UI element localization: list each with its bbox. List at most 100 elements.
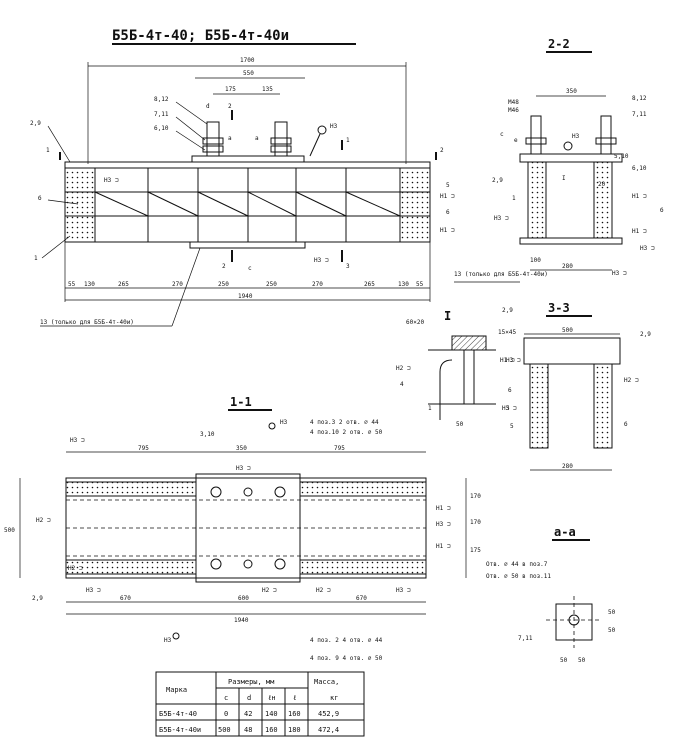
aa-note-1: Отв. ⌀ 44 в поз.7	[486, 561, 548, 568]
label-h3-11a: Н3 ⊐	[70, 437, 85, 444]
detail-label-6: 6	[508, 387, 512, 394]
main-view: 1700 550 175 135	[30, 57, 455, 327]
dim-350-22: 350	[566, 88, 577, 95]
label-6-10-22: 6,10	[632, 165, 647, 172]
detail-I-title: I	[444, 309, 451, 323]
label-3-10: 3,10	[200, 431, 215, 438]
label-2-9: 2,9	[30, 120, 41, 127]
label-h1-11b: Н1 ⊐	[436, 543, 451, 550]
label-h3-main: Н3	[330, 123, 338, 130]
label-h2-11b: Н2 ⊐	[68, 565, 83, 572]
label-h3-22: Н3	[572, 133, 580, 140]
label-h3-11d: Н3 ⊐	[436, 521, 451, 528]
aa-note-2: Отв. ⌀ 50 в поз.11	[486, 573, 551, 580]
dim-795-left: 795	[138, 445, 149, 452]
table-row2-d: 48	[244, 726, 252, 734]
label-b-22: б	[660, 207, 664, 214]
table-row2-mass: 472,4	[318, 726, 339, 734]
drawing-title: Б5Б-4т-40; Б5Б-4т-40и	[112, 28, 289, 44]
label-h2-11a: Н2 ⊐	[36, 517, 51, 524]
dim-1940-11: 1940	[234, 617, 249, 624]
label-20-22: 20	[598, 181, 606, 188]
label-1: 1	[34, 255, 38, 262]
label-7-11: 7,11	[154, 111, 169, 118]
table-row2-c: 500	[218, 726, 231, 734]
aa-dim-50-b: 50	[608, 627, 616, 634]
label-2-9-22: 2,9	[492, 177, 503, 184]
dim-135: 135	[262, 86, 273, 93]
table-header-sizes: Размеры, мм	[228, 678, 275, 686]
label-5: 5	[446, 182, 450, 189]
table-row1-mass: 452,9	[318, 710, 339, 718]
label-6: 6	[446, 209, 450, 216]
label-8-12-22: 8,12	[632, 95, 647, 102]
label-h1-bracket-1: Н1 ⊐	[440, 193, 455, 200]
label-1-22: 1	[512, 195, 516, 202]
dim-250-left: 250	[218, 281, 229, 288]
dim-250-right: 250	[266, 281, 277, 288]
label-I-22: I	[562, 175, 566, 182]
dim-500-33: 500	[562, 327, 573, 334]
dim-55-left: 55	[68, 281, 76, 288]
aa-label-7-11: 7,11	[518, 635, 533, 642]
label-5-33: 5	[510, 423, 514, 430]
detail-label-1: 1	[428, 405, 432, 412]
section-1-1-title: 1-1	[230, 395, 252, 409]
detail-label-h2: Н2 ⊐	[396, 365, 411, 372]
table-header-mass: Масса,	[314, 678, 339, 686]
label-2-9-11: 2,9	[32, 595, 43, 602]
label-h1-22b: Н1 ⊐	[632, 228, 647, 235]
view-2-2: 2-2 350 М48 М46 с е 280 100 8,12 7,11 6,…	[454, 37, 664, 283]
label-h3-bracket-1: Н3 ⊐	[104, 177, 119, 184]
detail-label-h1: Н1 ⊐	[500, 357, 515, 364]
label-sec-3-top: 1	[346, 137, 350, 144]
dim-175-11: 175	[470, 547, 481, 554]
dim-350-11: 350	[236, 445, 247, 452]
label-a-1: a	[228, 135, 232, 142]
label-h2-33: Н2 ⊐	[624, 377, 639, 384]
detail-dim-60x20: 60×20	[406, 319, 424, 326]
label-h3-11c: Н3 ⊐	[236, 465, 251, 472]
label-h3-33a: Н3 ⊐	[506, 357, 521, 364]
dim-c-22: с	[500, 131, 504, 138]
table-row1-d: 42	[244, 710, 252, 718]
label-h1-11a: Н1 ⊐	[436, 505, 451, 512]
dim-m46: М46	[508, 107, 519, 114]
label-sec-3-bottom: 3	[346, 263, 350, 270]
label-2-9-33: 2,9	[640, 331, 651, 338]
dim-100-22: 100	[530, 257, 541, 264]
label-7-11-22: 7,11	[632, 111, 647, 118]
section-3-3-title: 3-3	[548, 301, 570, 315]
table-col-ln: ℓн	[268, 694, 276, 702]
holes-top-2: 4 поз.10 2 отв. ⌀ 50	[310, 429, 383, 436]
dim-280-22: 280	[562, 263, 573, 270]
dim-795-right: 795	[334, 445, 345, 452]
table-col-l: ℓ	[293, 694, 296, 702]
label-5-10-22: 5,10	[614, 153, 629, 160]
label-h1-bracket-2: Н1 ⊐	[440, 227, 455, 234]
table-header-mass-unit: кг	[330, 694, 338, 702]
dim-175: 175	[225, 86, 236, 93]
label-h2-11d: Н2 ⊐	[316, 587, 331, 594]
label-sec-1-left: 1	[46, 147, 50, 154]
dim-500-11: 500	[4, 527, 15, 534]
holes-bottom-1: 4 поз. 2 4 отв. ⌀ 44	[310, 637, 383, 644]
section-2-2-title: 2-2	[548, 37, 570, 51]
label-h3-22b: Н3 ⊐	[640, 245, 655, 252]
label-b: б	[38, 195, 42, 202]
table-header-marka: Марка	[166, 686, 187, 694]
view-3-3: 3-3 500 280 2,9 Н3 ⊐ Н2 ⊐ Н3 ⊐ 5 б	[502, 301, 651, 471]
dim-600-11: 600	[238, 595, 249, 602]
label-h3-22c: Н3 ⊐	[612, 270, 627, 277]
label-sec-1-right: 2	[440, 147, 444, 154]
table-row2-l: 180	[288, 726, 301, 734]
dim-670-right: 670	[356, 595, 367, 602]
note-13-22: 13 (только для Б5Б-4т-40и)	[454, 271, 548, 278]
label-h3-11b: Н3	[280, 419, 288, 426]
view-1-1: 1-1 795 350 795 500 670 600 670 1940 17	[4, 395, 481, 662]
dim-670-left: 670	[120, 595, 131, 602]
dim-270-right: 270	[312, 281, 323, 288]
label-c-main: с	[248, 265, 252, 272]
section-a-a-title: а-а	[554, 525, 576, 539]
